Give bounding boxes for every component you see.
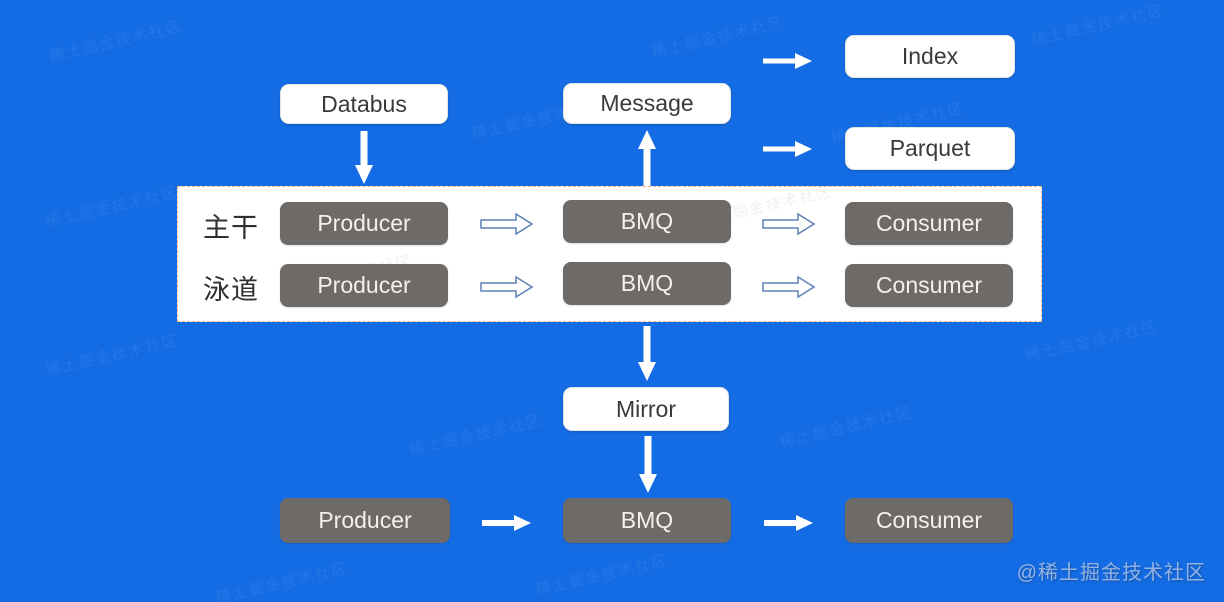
corner-watermark: @稀土掘金技术社区 xyxy=(1016,562,1206,584)
node-consumer-trunk: Consumer xyxy=(845,202,1013,245)
node-parquet: Parquet xyxy=(845,127,1015,170)
lane-label-swimlane: 泳道 xyxy=(203,275,259,305)
background-watermark: 稀土掘金技术社区 xyxy=(44,331,181,380)
arrow-outline-bmq-to-consumer-swimlane xyxy=(762,275,816,299)
background-watermark: 稀土掘金技术社区 xyxy=(1024,317,1161,366)
node-bmq-mirror: BMQ xyxy=(563,498,731,543)
arrow-outline-producer-to-bmq-swimlane xyxy=(480,275,534,299)
arrow-down-band-to-mirror xyxy=(637,326,657,382)
background-watermark: 稀土掘金技术社区 xyxy=(778,403,915,452)
node-mirror: Mirror xyxy=(563,387,729,431)
arrow-up-band-to-message xyxy=(637,129,657,186)
node-consumer-mirror: Consumer xyxy=(845,498,1013,543)
node-bmq-trunk: BMQ xyxy=(563,200,731,243)
arrow-right-to-index xyxy=(763,52,813,70)
lane-label-trunk: 主干 xyxy=(203,213,259,243)
node-index: Index xyxy=(845,35,1015,78)
arrow-outline-producer-to-bmq-trunk xyxy=(480,212,534,236)
background-watermark: 稀土掘金技术社区 xyxy=(48,17,185,66)
node-bmq-swimlane: BMQ xyxy=(563,262,731,305)
arrow-outline-bmq-to-consumer-trunk xyxy=(762,212,816,236)
background-watermark: 稀土掘金技术社区 xyxy=(44,183,181,232)
arrow-down-databus-to-band xyxy=(354,131,374,185)
node-producer-swimlane: Producer xyxy=(280,264,448,307)
arrow-down-mirror-to-bmq xyxy=(638,436,658,494)
background-watermark: 稀土掘金技术社区 xyxy=(214,559,351,602)
background-watermark: 稀土掘金技术社区 xyxy=(1030,1,1167,50)
node-consumer-swimlane: Consumer xyxy=(845,264,1013,307)
background-watermark: 稀土掘金技术社区 xyxy=(408,411,545,460)
node-message: Message xyxy=(563,83,731,124)
node-databus: Databus xyxy=(280,84,448,124)
background-watermark: 稀土掘金技术社区 xyxy=(534,551,671,600)
arrow-right-to-parquet xyxy=(763,140,813,158)
arrow-right-bmq-to-consumer xyxy=(764,514,814,532)
node-producer-mirror: Producer xyxy=(280,498,450,543)
node-producer-trunk: Producer xyxy=(280,202,448,245)
arrow-right-producer-to-bmq xyxy=(482,514,532,532)
